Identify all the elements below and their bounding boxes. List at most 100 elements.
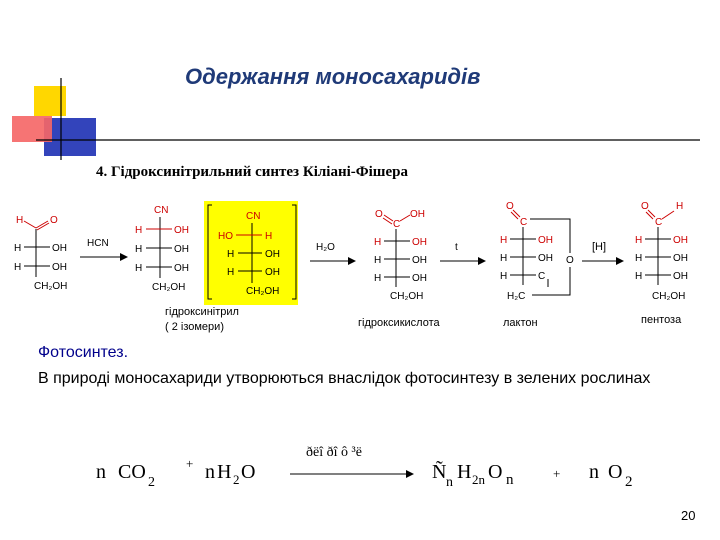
pentose-oh2: OH [673,253,688,264]
eq-lhs1-sub: 2 [148,475,155,490]
hydroxy-acid-oh: OH [410,209,425,220]
cyanohydrin-a-top: CN [154,205,168,216]
hydroxynitrile-label: гідроксинітрил [165,306,239,318]
aldose-oh2: OH [52,262,67,273]
photosynthesis-equation: n CO 2 + n H 2 O ðëî ðî ô ³ë Ñ n H 2n O … [96,445,633,490]
lactone-label: лактон [503,317,538,329]
cyanohydrin-a-structure: CN H OH H OH H OH CH₂OH [135,205,189,293]
lactone-oh2: OH [538,253,553,264]
lactone-h3: H [500,271,507,282]
eq-rhs2-sub: 2 [625,474,633,490]
cyanohydrin-b-bottom: CH₂OH [246,286,279,297]
lactone-oh1: OH [538,235,553,246]
cyanohydrin-a-h2: H [135,244,142,255]
bond [661,210,675,220]
aldose-oh1: OH [52,243,67,254]
cyanohydrin-a-oh1: OH [174,225,189,236]
bond [399,214,411,222]
hydroxy-acid-h3: H [374,273,381,284]
aldose-h2: H [14,262,21,273]
eq-condition: ðëî ðî ô ³ë [306,445,362,460]
eq-lhs2-coef: n [205,461,215,483]
cyanohydrin-a-h1: H [135,225,142,236]
bracket-left [207,204,212,300]
cyanohydrin-b-top: CN [246,211,260,222]
bracket-right [292,204,297,300]
deco-pink-fade [12,116,52,142]
aldose-h1: H [14,243,21,254]
arrow-h-head [616,257,624,265]
lactone-h1: H [500,235,507,246]
bond [36,222,50,231]
pentose-h2: H [635,253,642,264]
reagent-h2o: H₂O [316,242,335,253]
pentose-c: C [655,217,662,228]
arrow-t-head [478,257,486,265]
section-heading: 4. Гідроксинітрильний синтез Кіліані-Фіш… [96,164,408,180]
photosynthesis-text: В природі моносахариди утворюються внасл… [38,370,651,387]
photosynthesis-title: Фотосинтез. [38,344,129,361]
eq-prod1-e: O [488,461,502,483]
hydroxy-acid-c: C [393,219,400,230]
pentose-oh3: OH [673,271,688,282]
bond [647,209,656,218]
pentose-h3: H [635,271,642,282]
cyanohydrin-b-h3: H [227,267,234,278]
hydroxy-acid-h1: H [374,237,381,248]
lactone-o: O [506,201,514,212]
hydroxy-acid-bottom: CH₂OH [390,291,423,302]
bond [23,220,37,229]
bond [510,211,519,220]
eq-rhs2-coef: n [589,461,599,483]
hydroxy-acid-label: гідроксикислота [358,317,440,329]
kiliani-fischer-scheme: H O H OH H OH CH₂OH HCN CN H OH H OH H O… [14,201,688,333]
bond [645,211,654,220]
cyanohydrin-b-structure: CN HO H H OH H OH CH₂OH [218,211,280,297]
cyanohydrin-a-bottom: CH₂OH [152,282,185,293]
lactone-ring [530,218,571,296]
eq-lhs1-formula: CO [118,461,146,483]
cyanohydrin-b-h1: H [265,231,272,242]
cyanohydrin-a-h3: H [135,263,142,274]
arrow-h2o-head [348,257,356,265]
cyanohydrin-a-oh2: OH [174,244,189,255]
lactone-bottom: H₂C [507,291,525,302]
hydroxy-acid-h2: H [374,255,381,266]
hydroxy-acid-structure: O C OH H OH H OH H OH CH₂OH [374,209,427,302]
deco-blue-square [44,118,96,156]
cyanohydrin-b-h2: H [227,249,234,260]
hydroxy-acid-o: O [375,209,383,220]
arrow-hcn-head [120,253,128,261]
eq-lhs2-end: O [241,461,255,483]
hydroxy-acid-oh1: OH [412,237,427,248]
eq-lhs2-formula: H [217,461,231,483]
slide-title: Одержання моносахаридів [185,64,481,89]
aldose-bottom: CH₂OH [34,281,67,292]
lactone-c3: C [538,271,545,282]
aldose-top-o: O [50,215,58,226]
eq-rhs2-formula: O [608,461,622,483]
slide-number: 20 [681,508,696,523]
aldose-structure: H O H OH H OH CH₂OH [14,215,67,292]
reagent-t: t [455,242,458,253]
isomers-label: ( 2 ізомери) [165,321,224,333]
pentose-oh1: OH [673,235,688,246]
deco-red-square [12,116,52,142]
reagent-hcn: HCN [87,238,109,249]
cyanohydrin-b-oh2: OH [265,249,280,260]
eq-plus1: + [186,456,193,471]
bond [512,209,521,218]
slide-decoration [12,78,700,160]
bond [383,214,394,222]
eq-lhs2-sub: 2 [233,472,240,487]
pentose-o: O [641,201,649,212]
eq-prod1-a: Ñ [432,459,446,483]
pentose-h-top: H [676,201,683,212]
eq-prod1-c: H [457,461,471,483]
cyanohydrin-a-oh3: OH [174,263,189,274]
eq-prod1-b: n [446,475,453,490]
lactone-c: C [520,217,527,228]
cyanohydrin-b-ho1: HO [218,231,233,242]
eq-lhs1-coef: n [96,461,106,483]
lactone-ring-o: O [566,255,574,266]
